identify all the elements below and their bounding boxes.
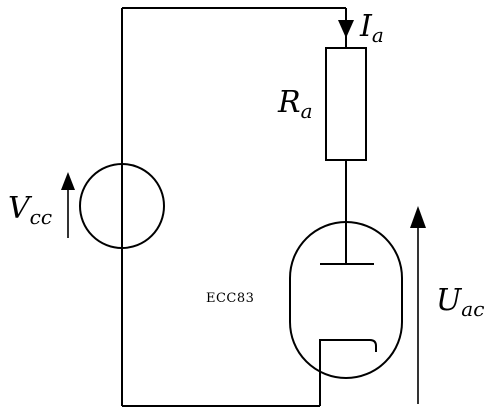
ra-label: Ra: [277, 85, 313, 123]
tube-label: ECC83: [206, 291, 254, 306]
ia-label: Ia: [359, 9, 384, 47]
uac-label: Uac: [436, 283, 484, 321]
current-arrow-icon: [338, 20, 354, 38]
vcc-arrow-icon: [61, 172, 75, 190]
resistor-ra: [325, 47, 367, 161]
tube-cathode: [319, 339, 377, 406]
uac-arrow-icon: [410, 206, 426, 228]
vcc-label: Vcc: [8, 191, 52, 229]
